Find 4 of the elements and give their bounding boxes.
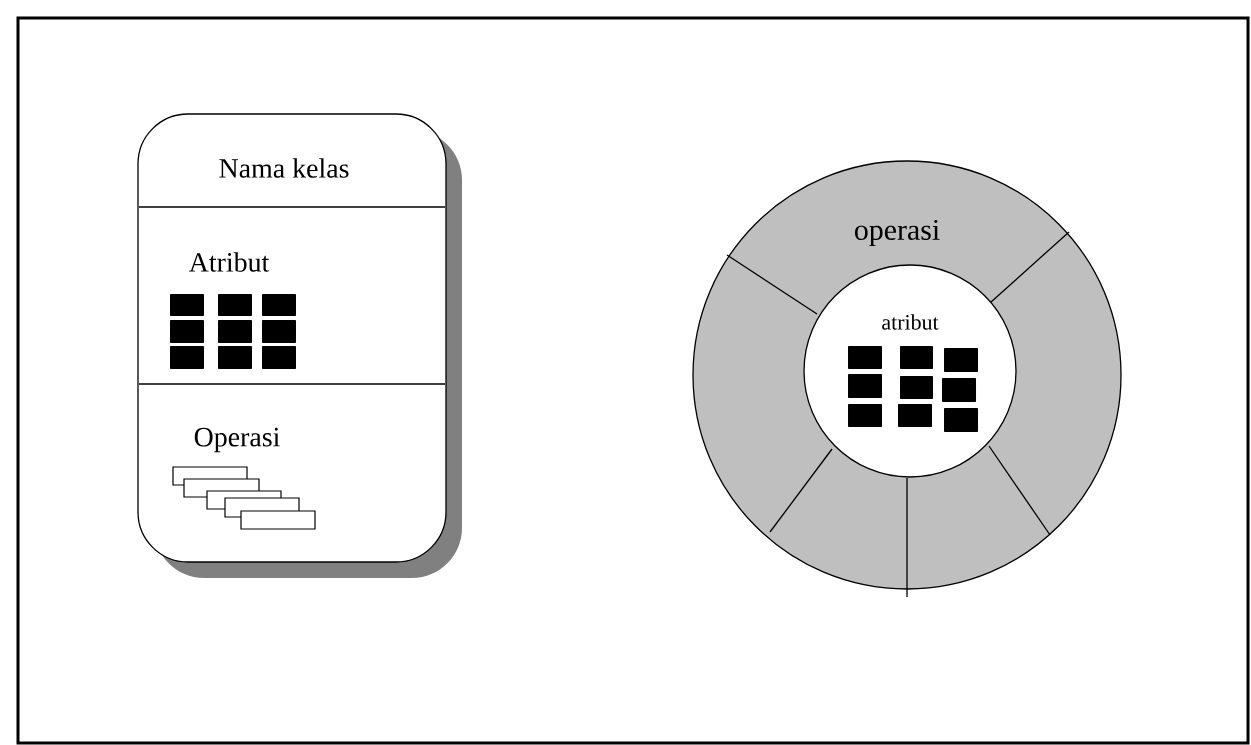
class-box (137, 113, 462, 578)
compartment-label: Nama kelas (219, 158, 349, 178)
compartment-label: Operasi (194, 427, 280, 453)
compartment-label: Atribut (189, 252, 270, 272)
